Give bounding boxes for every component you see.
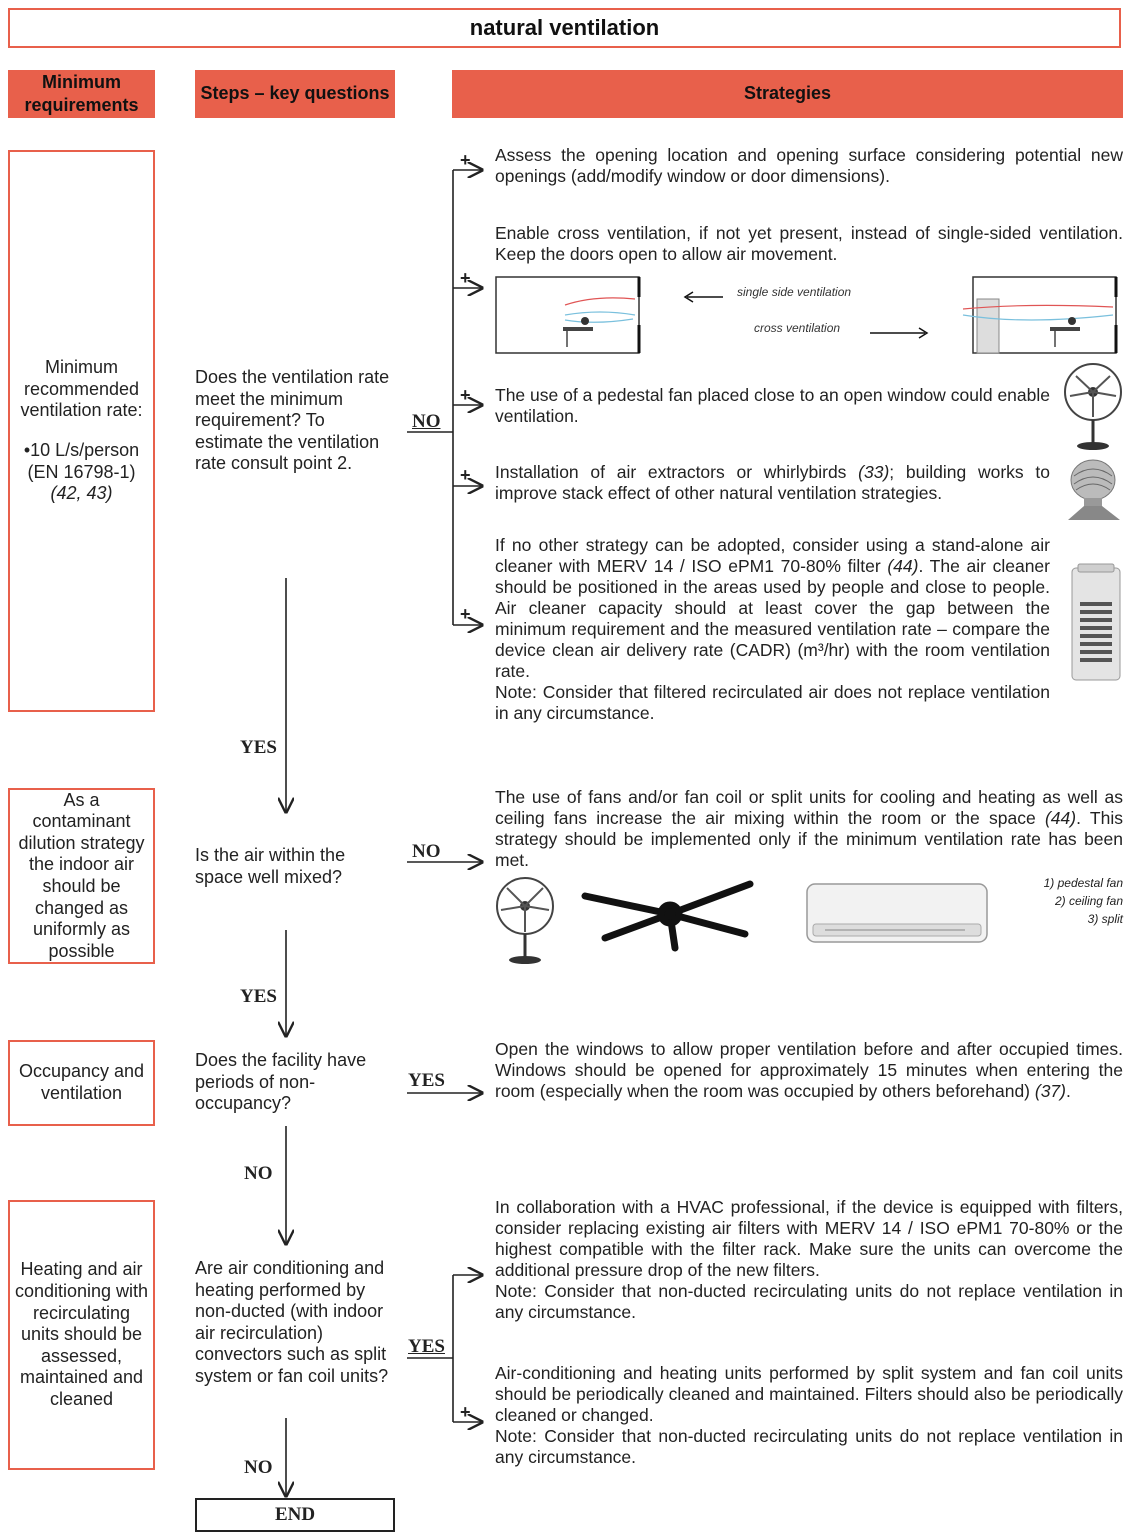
s7-ref: (37) (1034, 1081, 1066, 1101)
fan-captions: 1) pedestal fan 2) ceiling fan 3) split (1000, 874, 1123, 928)
air-cleaner-icon (1071, 563, 1121, 681)
plus-icon: + (460, 465, 471, 485)
label-yes-4: YES (408, 1336, 445, 1357)
strategy-extractors: Installation of air extractors or whirly… (495, 462, 1050, 504)
split-unit-image (806, 883, 988, 943)
strategy-cross-ventilation: Enable cross ventilation, if not yet pre… (495, 223, 1123, 264)
caption-single-side: single side ventilation (737, 285, 852, 299)
s4-text-a: Installation of air extractors or whirly… (495, 462, 859, 482)
req1-text: Minimum recommended ventilation rate: (20, 357, 143, 421)
s9-note: Note: Consider that non-ducted recircula… (495, 1426, 1123, 1467)
s7-text-a: Open the windows to allow proper ventila… (495, 1039, 1123, 1101)
ventilation-illustration (495, 276, 1118, 354)
caption-pedestal-fan: 1) pedestal fan (1043, 876, 1123, 890)
question-air-mixed: Is the air within the space well mixed? (195, 845, 346, 887)
s9-text: Air-conditioning and heating units perfo… (495, 1363, 1123, 1425)
req1-value: •10 L/s/person (EN 16798-1) (23, 440, 140, 482)
header-steps: Steps – key questions (195, 70, 395, 118)
caption-split: 3) split (1087, 912, 1123, 926)
s6-text-b: . This strategy should be implemented on… (495, 808, 1123, 870)
label-yes-1: YES (240, 737, 277, 758)
s8-note: Note: Consider that non-ducted recircula… (495, 1281, 1123, 1322)
plus-icon: + (460, 604, 471, 624)
question-non-occupancy: Does the facility have periods of non-oc… (195, 1050, 367, 1114)
strategy-replace-filters: In collaboration with a HVAC professiona… (495, 1197, 1123, 1323)
plus-icon: + (460, 1402, 471, 1422)
fan-illustrations (496, 877, 988, 964)
diagram-title: natural ventilation (8, 8, 1121, 48)
header-strategies: Strategies (452, 70, 1123, 118)
strategy-open-windows: Open the windows to allow proper ventila… (495, 1039, 1123, 1102)
label-no-1: NO (412, 411, 441, 432)
label-no-2: NO (412, 841, 441, 862)
strategy-fans-mixing: The use of fans and/or fan coil or split… (495, 787, 1123, 871)
requirement-hvac: Heating and air conditioning with recirc… (8, 1200, 155, 1470)
header-min-req: Minimum requirements (8, 70, 155, 118)
s6-text-a: The use of fans and/or fan coil or split… (495, 787, 1123, 828)
whirlybird-icon (1068, 459, 1120, 520)
s8-text: In collaboration with a HVAC professiona… (495, 1197, 1123, 1280)
plus-icon: + (460, 268, 471, 288)
s5-text-a: If no other strategy can be adopted, con… (495, 535, 1050, 576)
strategy-air-cleaner: If no other strategy can be adopted, con… (495, 535, 1050, 724)
s5-ref: (44) (887, 556, 919, 576)
caption-ceiling-fan: 2) ceiling fan (1054, 894, 1123, 908)
caption-cross: cross ventilation (754, 321, 841, 335)
strategy-openings: Assess the opening location and opening … (495, 145, 1123, 186)
question-air-conditioning: Are air conditioning and heating perform… (195, 1258, 389, 1386)
s6-ref: (44) (1044, 808, 1077, 828)
pedestal-fan-image (496, 877, 554, 964)
label-yes-2: YES (240, 986, 277, 1007)
pedestal-fan-icon (1064, 363, 1122, 450)
requirement-ventilation-rate: Minimum recommended ventilation rate: •1… (8, 150, 155, 712)
label-no-3: NO (244, 1163, 273, 1184)
requirement-mixing: As a contaminant dilution strategy the i… (8, 788, 155, 964)
strategy-pedestal-fan: The use of a pedestal fan placed close t… (495, 385, 1050, 426)
plus-icon: + (460, 385, 471, 405)
strategy-clean-units: Air-conditioning and heating units perfo… (495, 1363, 1123, 1468)
ceiling-fan-image (581, 880, 754, 952)
requirement-occupancy: Occupancy and ventilation (8, 1040, 155, 1126)
s7-text-b: . (1066, 1081, 1071, 1101)
plus-icon: + (460, 150, 471, 170)
s4-ref: (33) (858, 462, 890, 482)
s4-text-b: ; building works to improve stack effect… (495, 462, 1050, 503)
label-no-4: NO (244, 1457, 273, 1478)
question-ventilation-rate: Does the ventilation rate meet the minim… (195, 367, 390, 474)
s5-note: Note: Consider that filtered recirculate… (495, 682, 1050, 723)
req1-ref: (42, 43) (50, 483, 113, 504)
s5-text-b: . The air cleaner should be positioned i… (495, 556, 1050, 681)
label-yes-3: YES (408, 1070, 445, 1091)
